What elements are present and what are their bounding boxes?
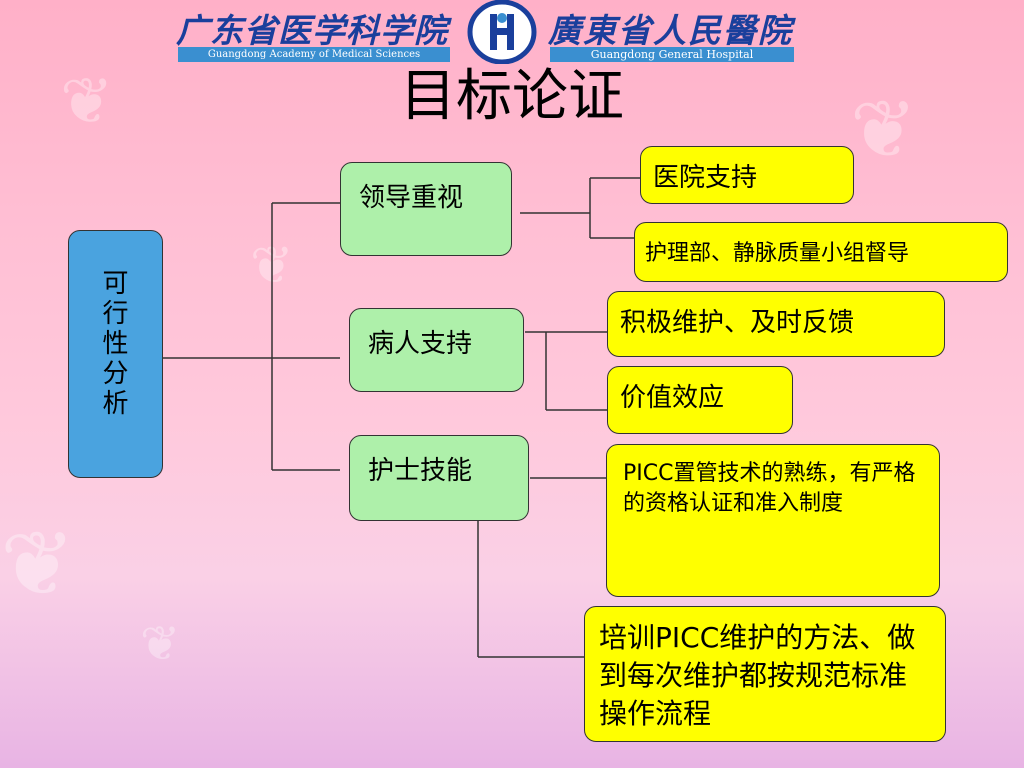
hospital-logo: 廣東省人民醫院 Guangdong General Hospital (548, 4, 798, 62)
leaf-node-value-effect: 价值效应 (607, 366, 793, 434)
leaf-node-picc-training: 培训PICC维护的方法、做到每次维护都按规范标准操作流程 (584, 606, 946, 742)
branch-node-patient: 病人支持 (349, 308, 524, 392)
leaf-node-label: 培训PICC维护的方法、做到每次维护都按规范标准操作流程 (599, 621, 916, 730)
hospital-name-en: Guangdong General Hospital (550, 47, 794, 62)
leaf-node-label: PICC置管技术的熟练，有严格的资格认证和准入制度 (623, 461, 916, 516)
leaf-node-hospital-support: 医院支持 (640, 146, 854, 204)
hospital-name-cn: 廣東省人民醫院 (548, 11, 793, 50)
hospital-emblem-icon (467, 0, 537, 64)
branch-node-leadership: 领导重视 (340, 162, 512, 256)
leaf-node-active-maintenance: 积极维护、及时反馈 (607, 291, 945, 357)
leaf-node-label: 价值效应 (620, 383, 725, 413)
header: 广东省医学科学院 Guangdong Academy of Medical Sc… (0, 0, 1024, 66)
leaf-node-label: 积极维护、及时反馈 (620, 308, 855, 338)
root-node-label: 可行性分析 (102, 269, 129, 419)
leaf-node-nursing-supervision: 护理部、静脉质量小组督导 (634, 222, 1008, 282)
leaf-node-label: 医院支持 (653, 163, 758, 193)
branch-node-nurse-skill: 护士技能 (349, 435, 529, 521)
branch-node-label: 病人支持 (368, 329, 473, 359)
branch-node-label: 护士技能 (368, 456, 473, 486)
academy-logo: 广东省医学科学院 Guangdong Academy of Medical Sc… (176, 4, 454, 62)
academy-name-en: Guangdong Academy of Medical Sciences (178, 47, 450, 62)
academy-name-cn: 广东省医学科学院 (176, 11, 448, 50)
leaf-node-label: 护理部、静脉质量小组督导 (645, 241, 910, 266)
leaf-node-picc-certification: PICC置管技术的熟练，有严格的资格认证和准入制度 (606, 444, 940, 597)
branch-node-label: 领导重视 (359, 183, 464, 213)
slide-title: 目标论证 (400, 64, 624, 129)
root-node-feasibility: 可行性分析 (68, 230, 163, 478)
